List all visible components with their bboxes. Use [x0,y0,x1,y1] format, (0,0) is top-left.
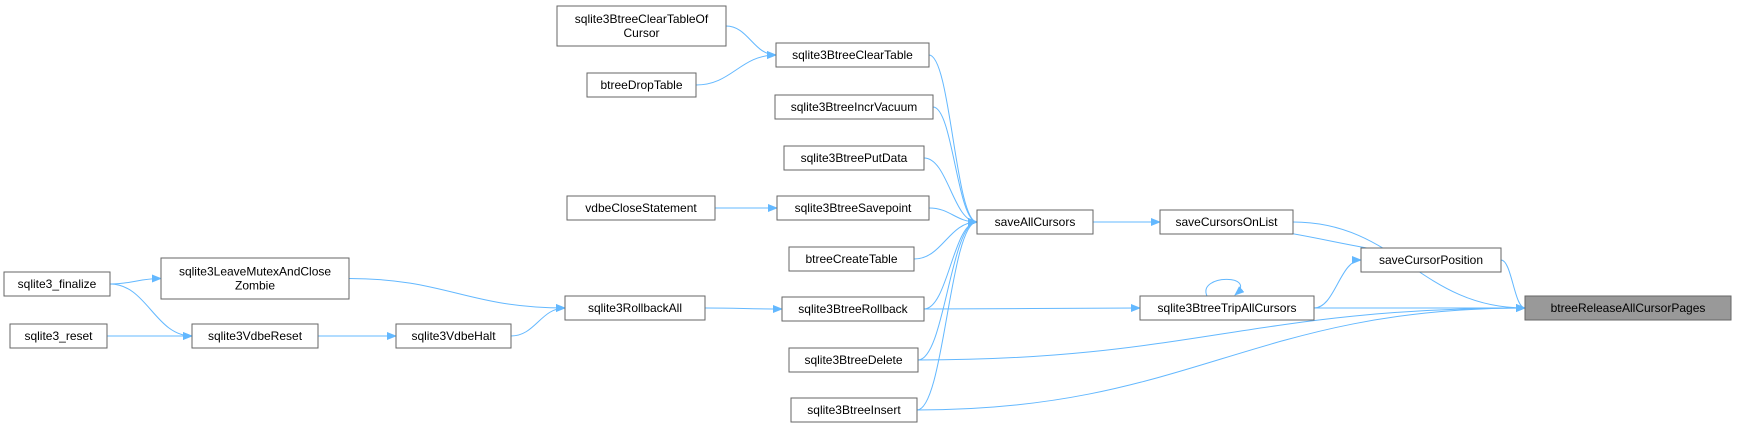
node-btree-create-table[interactable]: btreeCreateTable [788,246,915,272]
node-label: sqlite3RollbackAll [588,301,682,315]
node-label: sqlite3VdbeReset [208,329,303,343]
node-label: btreeDropTable [600,78,682,92]
node-label: sqlite3BtreeClearTableOf [575,12,709,26]
node-label: sqlite3BtreeClearTable [792,48,913,62]
node-sqlite3-btree-incr-vacuum[interactable]: sqlite3BtreeIncrVacuum [774,94,934,120]
node-sqlite3-btree-delete[interactable]: sqlite3BtreeDelete [788,347,919,373]
node-label: btreeReleaseAllCursorPages [1551,301,1706,315]
node-label: sqlite3BtreeTripAllCursors [1158,301,1297,315]
node-label: saveAllCursors [995,215,1076,229]
node-sqlite3-finalize[interactable]: sqlite3_finalize [3,271,111,297]
edge-finalize-to-leaveMutex [109,274,162,285]
node-label: sqlite3LeaveMutexAndClose [179,265,331,279]
node-sqlite3-rollback-all[interactable]: sqlite3RollbackAll [564,295,706,321]
edge-insert-to-saveAllCursors [916,218,978,411]
node-vdbe-close-statement[interactable]: vdbeCloseStatement [566,195,716,221]
edge-tripAll-to-tripAll [1205,278,1245,297]
node-label: sqlite3VdbeHalt [411,329,496,343]
node-label: sqlite3BtreeInsert [807,403,901,417]
node-btree-drop-table[interactable]: btreeDropTable [586,72,697,98]
edge-incrVacuum-to-saveAllCursors [932,106,978,226]
edge-rollback-to-tripAll [923,304,1141,313]
node-sqlite3-btree-savepoint[interactable]: sqlite3BtreeSavepoint [776,195,930,221]
node-sqlite3-btree-clear-table[interactable]: sqlite3BtreeClearTable [775,42,930,68]
node-label: saveCursorsOnList [1175,215,1278,229]
node-sqlite3-btree-put-data[interactable]: sqlite3BtreePutData [783,145,925,171]
node-label: sqlite3BtreeIncrVacuum [791,100,918,114]
node-save-cursor-position[interactable]: saveCursorPosition [1360,247,1502,273]
node-sqlite3-vdbe-halt[interactable]: sqlite3VdbeHalt [395,323,512,349]
node-label: sqlite3BtreeRollback [798,302,908,316]
node-label: Cursor [623,26,659,40]
node-label: sqlite3_reset [24,329,93,343]
edge-insert-to-btreeRelease [916,304,1526,411]
node-sqlite3-btree-trip-all-cursors[interactable]: sqlite3BtreeTripAllCursors [1139,295,1315,321]
node-label: saveCursorPosition [1379,253,1483,267]
node-btree-release-all-cursor-pages[interactable]: btreeReleaseAllCursorPages [1524,295,1732,321]
edge-tripAll-to-saveCursorPosition [1313,256,1362,309]
node-sqlite3-btree-insert[interactable]: sqlite3BtreeInsert [790,397,918,423]
edge-delete-to-btreeRelease [917,304,1526,361]
edge-vdbeHalt-to-rollbackAll [510,304,566,337]
node-label: vdbeCloseStatement [585,201,697,215]
node-label: sqlite3BtreeDelete [804,353,902,367]
node-sqlite3-reset[interactable]: sqlite3_reset [9,323,108,349]
node-sqlite3-btree-rollback[interactable]: sqlite3BtreeRollback [781,296,925,322]
node-label: btreeCreateTable [805,252,897,266]
node-label: sqlite3BtreePutData [801,151,908,165]
edge-leaveMutex-to-rollbackAll [348,278,566,312]
edge-finalize-to-vdbeReset [109,283,193,340]
node-label: sqlite3_finalize [18,277,97,291]
node-save-cursors-on-list[interactable]: saveCursorsOnList [1159,209,1294,235]
edge-delete-to-saveAllCursors [917,218,978,361]
edge-clearTable-to-saveAllCursors [928,54,978,226]
edge-clearTableOfCursor-to-clearTable [725,25,777,59]
node-sqlite3-vdbe-reset[interactable]: sqlite3VdbeReset [191,323,319,349]
node-label: sqlite3BtreeSavepoint [795,201,912,215]
node-save-all-cursors[interactable]: saveAllCursors [976,209,1094,235]
edge-btreeDropTable-to-clearTable [695,51,777,86]
node-label: Zombie [235,279,275,293]
edge-rollbackAll-to-rollback [704,304,783,313]
edge-saveCursorPosition-to-btreeRelease [1500,259,1526,312]
